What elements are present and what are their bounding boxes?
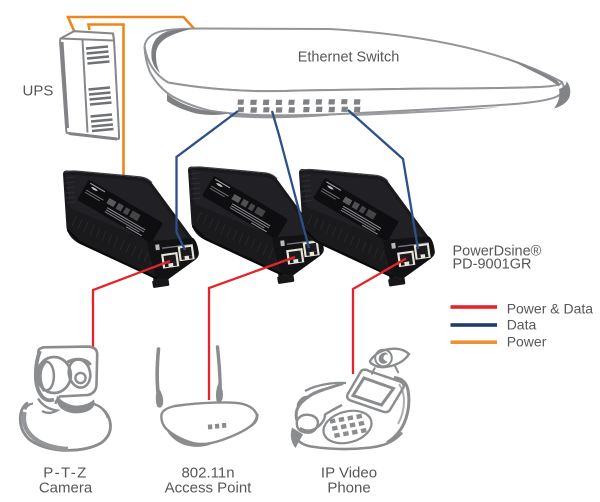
svg-text:Data: Data xyxy=(507,317,537,333)
svg-text:IP Video: IP Video xyxy=(321,465,377,482)
svg-text:P-T-Z: P-T-Z xyxy=(43,465,88,482)
svg-text:802.11n: 802.11n xyxy=(181,465,234,482)
svg-text:Ethernet Switch: Ethernet Switch xyxy=(298,50,400,66)
svg-text:UPS: UPS xyxy=(23,83,54,100)
svg-text:Power & Data: Power & Data xyxy=(507,301,594,317)
svg-text:Power: Power xyxy=(507,333,547,349)
svg-text:PD-9001GR: PD-9001GR xyxy=(453,256,532,272)
svg-text:PowerDsine®: PowerDsine® xyxy=(453,244,542,260)
svg-text:Camera: Camera xyxy=(39,480,93,497)
svg-text:Access Point: Access Point xyxy=(165,480,253,497)
svg-text:Phone: Phone xyxy=(327,480,370,497)
